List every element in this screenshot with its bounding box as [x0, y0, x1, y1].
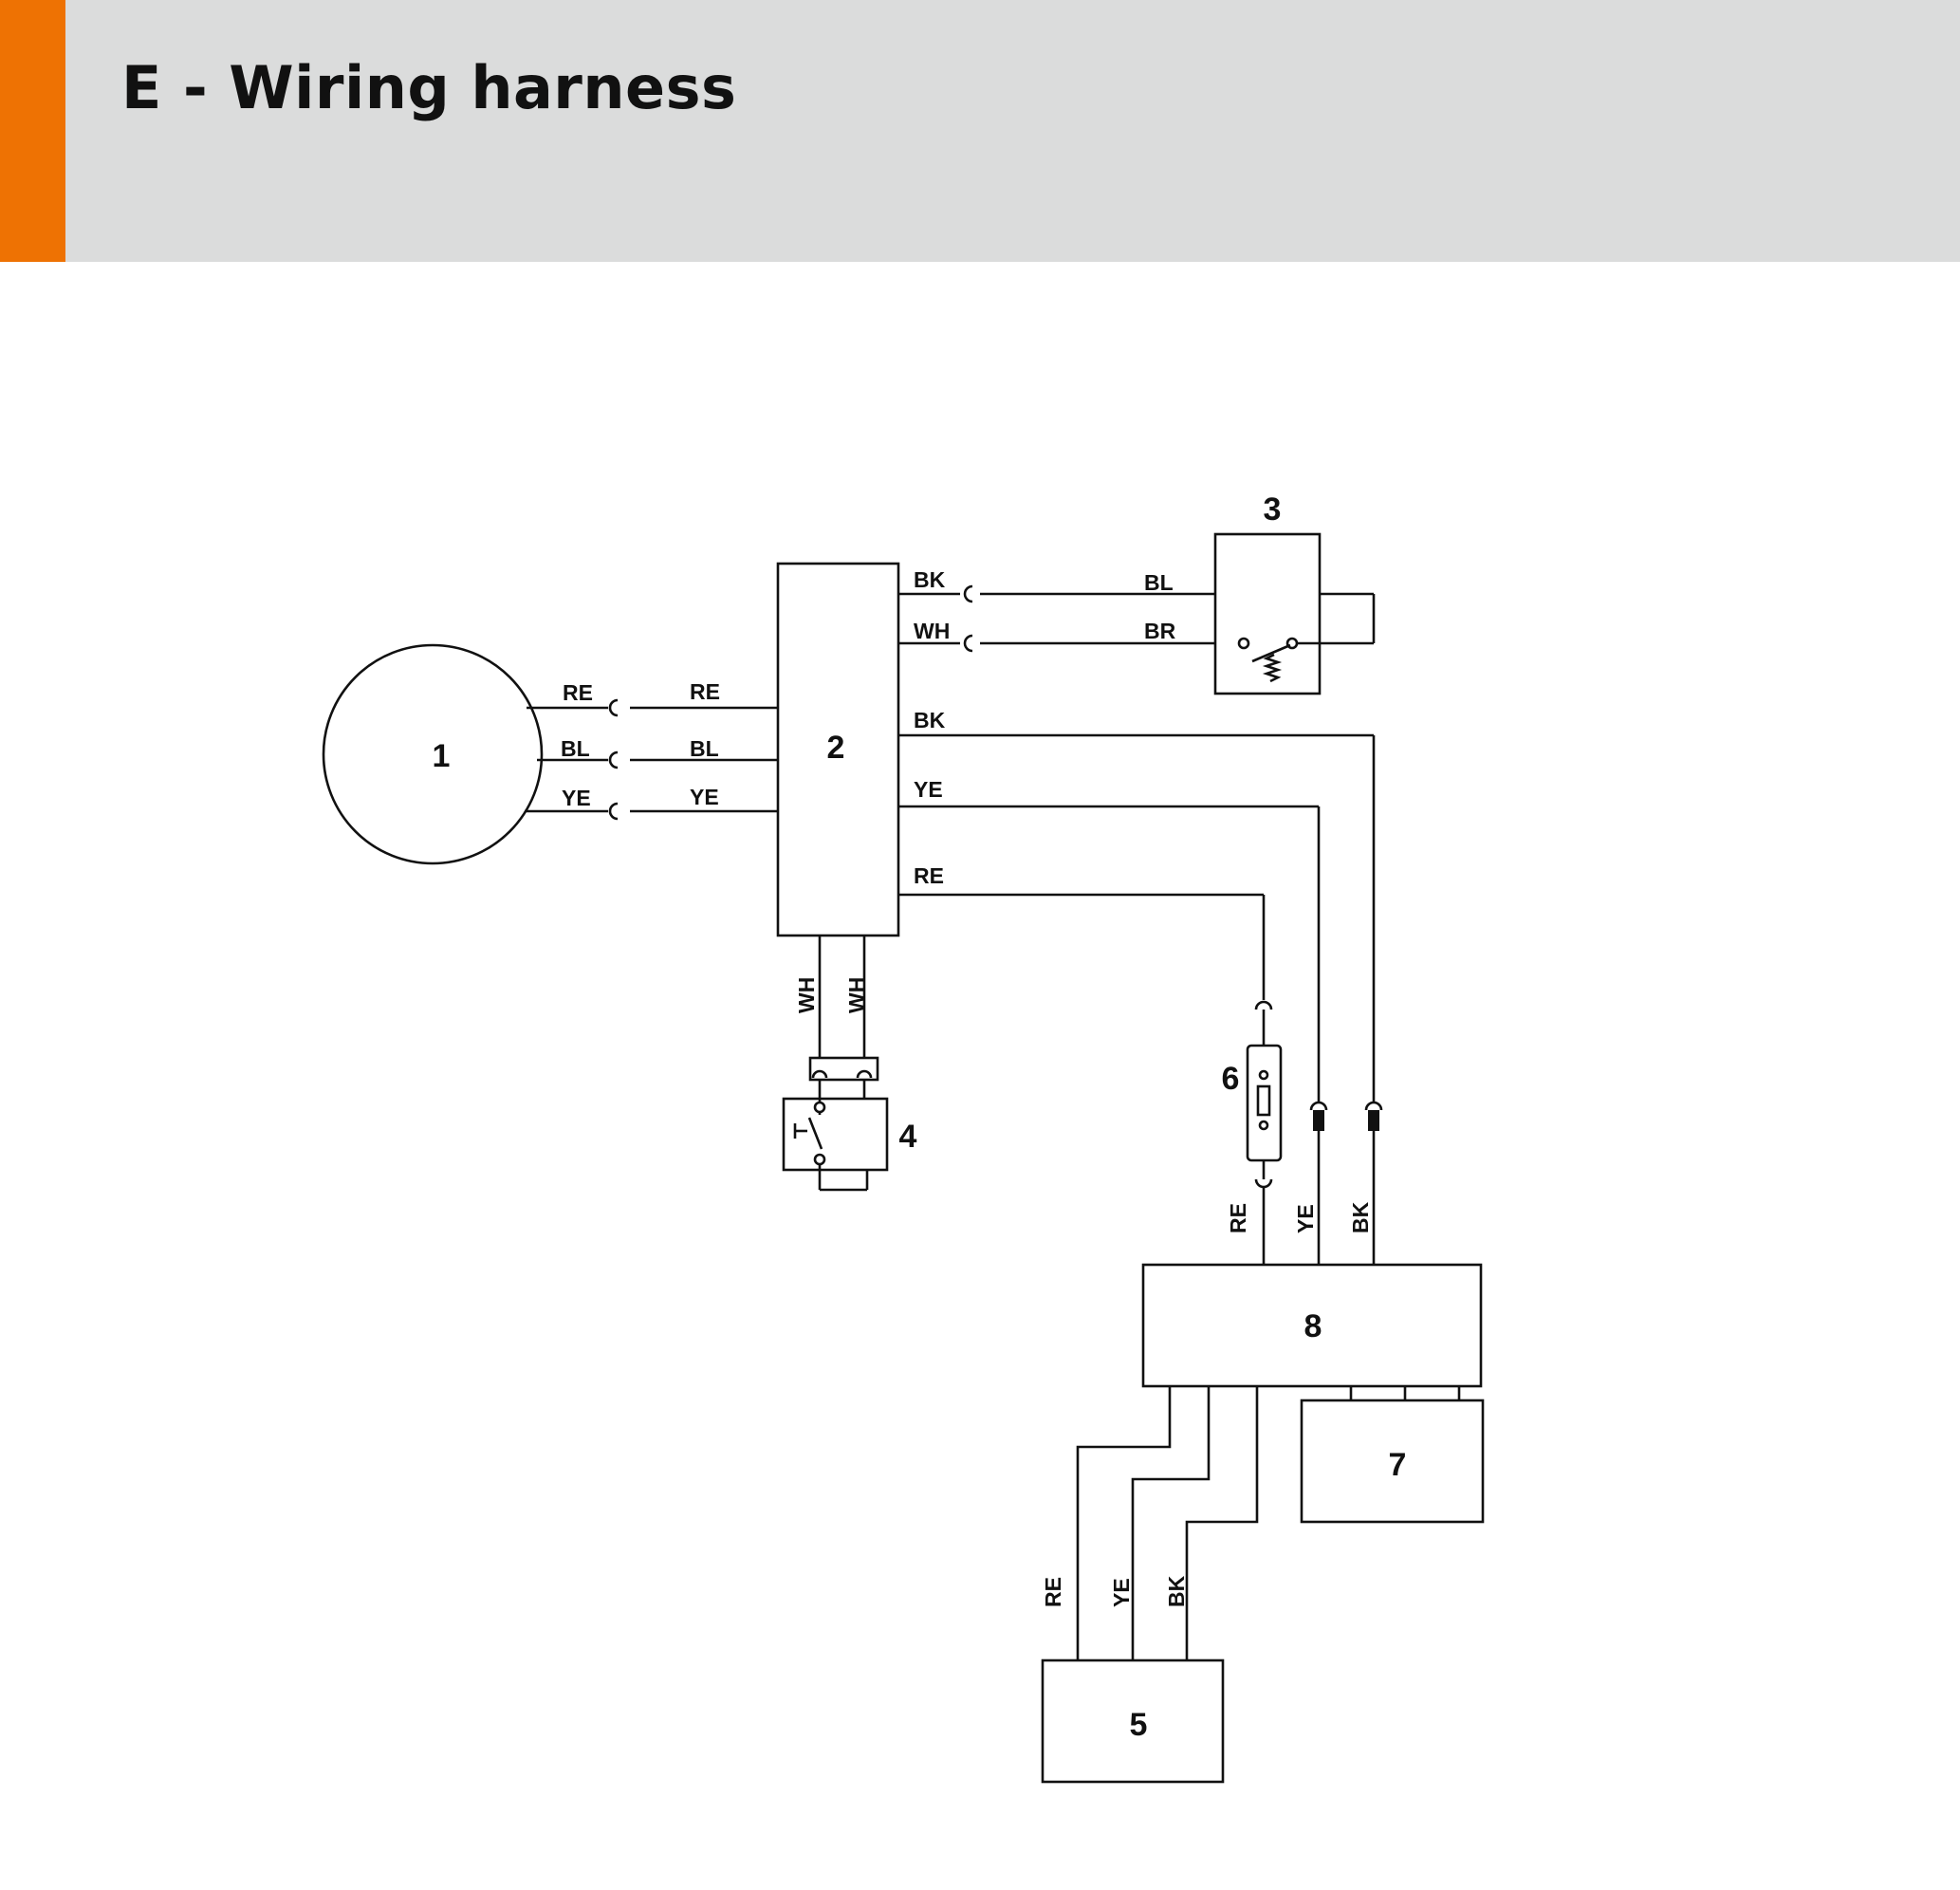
bullet-connector	[1368, 1110, 1379, 1131]
wire-label: RE	[1226, 1203, 1250, 1233]
component-5-label: 5	[1130, 1707, 1148, 1743]
wire-label: BR	[1144, 619, 1176, 643]
component-7: 7	[1300, 1399, 1485, 1524]
wire-label: WH	[794, 977, 819, 1013]
wire-label: WH	[914, 619, 950, 643]
component-6: 6	[1222, 1044, 1283, 1162]
component-8: 8	[1141, 1263, 1483, 1388]
header-bar: E - Wiring harness	[0, 0, 1960, 262]
component-7-label: 7	[1389, 1447, 1407, 1483]
wire-label: RE	[1041, 1577, 1065, 1607]
wire-label: BK	[1348, 1201, 1373, 1233]
wire-label: BL	[1144, 570, 1174, 595]
wire-label: BK	[914, 567, 946, 592]
page-title: E - Wiring harness	[121, 53, 737, 122]
wire-label: RE	[914, 863, 944, 888]
wire-label: BL	[690, 736, 719, 761]
wire-label: BL	[561, 736, 590, 761]
component-1: 1	[322, 643, 544, 865]
accent-stripe	[0, 0, 65, 262]
wire-label: WH	[844, 977, 869, 1013]
bullet-connector	[1313, 1110, 1324, 1131]
component-1-label: 1	[433, 738, 451, 774]
wire-label: YE	[1293, 1204, 1318, 1233]
wires-1-to-2: RE BL YE RE BL YE	[525, 679, 778, 821]
component-2: 2	[776, 562, 900, 937]
wire-label: YE	[914, 777, 943, 802]
component-5: 5	[1041, 1658, 1225, 1784]
wires-8-to-5: RE YE BK	[1041, 1386, 1259, 1660]
wires-into-8-labels: RE YE BK	[1226, 1201, 1373, 1233]
wires-8-to-7	[1349, 1386, 1461, 1400]
wires-2-to-3: BK WH BL BR	[898, 567, 1376, 653]
component-8-label: 8	[1304, 1308, 1322, 1344]
wires-2-to-4: WH WH	[794, 936, 879, 1082]
component-6-label: 6	[1222, 1061, 1240, 1097]
wire-label: YE	[562, 786, 591, 810]
component-3-label: 3	[1264, 491, 1282, 528]
component-4: 4	[782, 1080, 917, 1192]
wire-label: BK	[914, 708, 946, 732]
component-4-label: 4	[899, 1119, 917, 1155]
wire-label: BK	[1164, 1575, 1189, 1607]
component-2-label: 2	[827, 730, 845, 766]
wire-label: YE	[1109, 1578, 1134, 1607]
wire-label: YE	[690, 785, 719, 809]
wire-label: RE	[563, 680, 593, 705]
wire-label: RE	[690, 679, 720, 704]
wires-2-to-8: BK YE RE	[898, 708, 1383, 1265]
component-3: 3	[1213, 491, 1322, 695]
